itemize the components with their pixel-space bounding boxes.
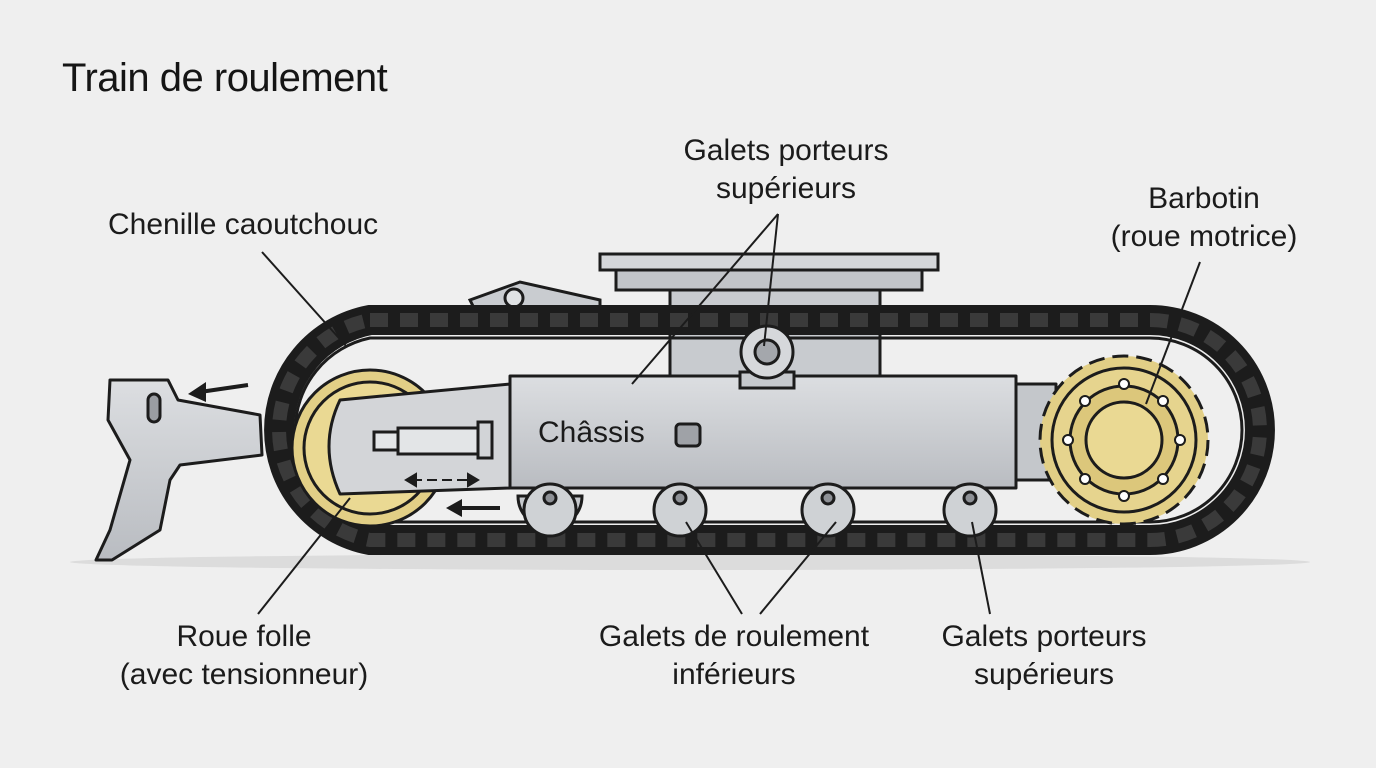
leader-chenille — [261, 251, 347, 347]
label-roue-folle: Roue folle (avec tensionneur) — [119, 620, 369, 691]
label-galets-roulement: Galets de roulement inférieurs — [598, 620, 870, 691]
leader-roue-folle — [257, 497, 351, 615]
track-roller-4 — [942, 482, 998, 538]
leader-galets-bottom — [971, 521, 991, 615]
sprocket — [1038, 354, 1210, 526]
label-galets-porteurs-top: Galets porteurs supérieurs — [683, 134, 889, 205]
track-roller-1 — [516, 482, 584, 538]
carrier-roller — [738, 324, 796, 390]
tensioner-rod — [372, 420, 494, 460]
dozer-blade — [94, 378, 264, 562]
label-barbotin: Barbotin (roue motrice) — [1110, 182, 1298, 253]
bottom-rollers — [516, 482, 998, 538]
leader-barbotin — [1145, 261, 1201, 405]
label-chenille: Chenille caoutchouc — [108, 208, 379, 241]
arrow-left-icon — [188, 382, 249, 402]
ground-shadow — [70, 554, 1310, 570]
label-galets-porteurs-bottom: Galets porteurs supérieurs — [941, 620, 1147, 691]
double-arrow-icon — [404, 472, 480, 488]
label-chassis: Châssis — [538, 416, 645, 449]
page-title: Train de roulement — [62, 56, 388, 100]
leader-galets-roulement-a — [685, 521, 743, 615]
track-roller-2 — [652, 482, 708, 538]
leader-galets-roulement-b — [759, 521, 837, 615]
track-treads — [272, 313, 1267, 547]
leader-lines — [257, 213, 1201, 615]
leader-galets-top-a — [631, 213, 779, 385]
arrow-left-icon-2 — [446, 499, 500, 517]
track-roller-3 — [800, 482, 856, 538]
leader-galets-top-b — [763, 213, 779, 347]
track-inner-edge — [293, 336, 1244, 524]
